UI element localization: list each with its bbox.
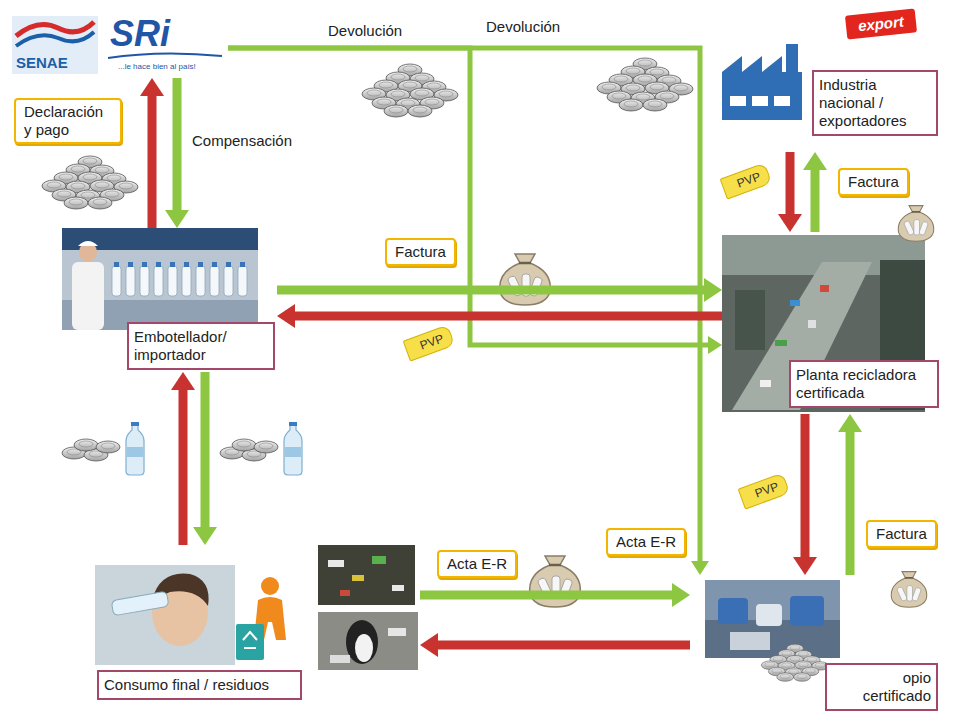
arrow-head: [171, 372, 195, 390]
arrow-head: [165, 210, 189, 228]
recycler-icon: [236, 577, 286, 660]
coins-bottle-icon: [62, 422, 144, 475]
arrow-head: [708, 336, 722, 354]
arrow-head: [277, 304, 295, 328]
arrow-line: [437, 641, 690, 650]
arrow-line: [801, 414, 810, 558]
actor-node: Planta recicladora certificada: [722, 232, 941, 414]
flow-arrow: [838, 414, 862, 575]
flow-arrow: [193, 372, 217, 545]
arrow-line: [811, 169, 820, 232]
coin-pile: [42, 156, 138, 209]
arrow-line: [786, 152, 795, 215]
flow-arrow: [171, 372, 195, 545]
logo-swoosh: [16, 32, 94, 46]
arrow-head: [193, 527, 217, 545]
logo-ground: [12, 16, 98, 74]
flow-label: Compensación: [192, 132, 292, 150]
factory-icon: [722, 44, 802, 120]
actor-node: opio certificado: [690, 575, 940, 713]
callout-label: Declaración y pago: [14, 98, 122, 144]
actor-node: Consumo final / residuos: [95, 545, 420, 707]
arrow-line: [228, 48, 709, 345]
logo-slogan: ...le hace bien al país!: [118, 62, 196, 72]
flow-arrow: [165, 78, 189, 228]
arrow-head: [778, 214, 802, 232]
actor-label: Consumo final / residuos: [97, 670, 302, 700]
coin-pile: [761, 644, 828, 681]
arrow-head: [803, 152, 827, 170]
arrow-head: [672, 583, 690, 607]
arrow-head: [140, 78, 164, 96]
flow-arrow: [277, 278, 722, 302]
arrow-line: [294, 312, 722, 321]
waste-photo: [318, 545, 415, 605]
callout-label: Factura: [385, 238, 456, 266]
arrow-line: [277, 286, 705, 295]
arrow-line: [228, 48, 700, 562]
money-bag: [500, 254, 551, 305]
arrow-head: [838, 414, 862, 432]
actor-label: Embotellador/ importador: [127, 322, 275, 370]
price-tag: PVP: [720, 162, 773, 199]
money-bag: [891, 572, 926, 608]
logo-text: SRi: [110, 14, 170, 54]
arrow-line: [420, 591, 673, 600]
callout-label: Factura: [866, 520, 937, 548]
senae-logo: [12, 16, 98, 74]
logo-text: SENAE: [16, 54, 68, 72]
callout-label: Factura: [838, 168, 909, 196]
actor-label: opio certificado: [825, 663, 938, 711]
actor-node: SENAE SRi ...le hace bien al país!: [10, 14, 228, 78]
flow-arrow: [420, 633, 690, 657]
arrow-line: [173, 78, 182, 211]
arrow-head: [793, 557, 817, 575]
price-tag: PVP: [738, 472, 791, 509]
flow-arrow: [420, 583, 690, 607]
flow-label: Devolución: [486, 18, 560, 36]
consumer-photo: [95, 565, 235, 665]
arrow-head: [420, 633, 438, 657]
flow-arrow: [228, 48, 722, 354]
arrow-line: [846, 431, 855, 575]
arrow-line: [201, 372, 210, 528]
collection-photo: [705, 580, 840, 658]
price-tag: PVP: [403, 324, 456, 361]
sri-swoosh: [108, 53, 222, 58]
coin-pile: [362, 64, 458, 117]
arrow-line: [148, 95, 157, 228]
arrow-line: [179, 389, 188, 545]
coins-bottle-icon: [220, 422, 302, 475]
callout-label: Acta E-R: [606, 528, 686, 556]
flow-label: Devolución: [328, 22, 402, 40]
waste-photo: [318, 612, 418, 670]
money-bag: [898, 206, 933, 242]
actor-label: Industria nacional / exportadores: [812, 70, 938, 136]
bottling-photo: [62, 228, 258, 330]
flow-arrow: [793, 414, 817, 575]
callout-label: Acta E-R: [437, 550, 517, 578]
arrow-head: [704, 278, 722, 302]
actor-node: Embotellador/ importador: [62, 228, 277, 372]
export-tag: export: [845, 8, 917, 39]
actor-node: Industria nacional / exportadores: [718, 40, 940, 152]
arrow-head: [691, 561, 709, 575]
flow-arrow: [803, 152, 827, 232]
coin-pile: [597, 58, 693, 111]
flow-arrow: [778, 152, 802, 232]
actor-label: Planta recicladora certificada: [789, 360, 939, 408]
flow-arrow: [140, 78, 164, 228]
flow-arrow: [277, 304, 722, 328]
logo-swoosh: [16, 22, 94, 36]
